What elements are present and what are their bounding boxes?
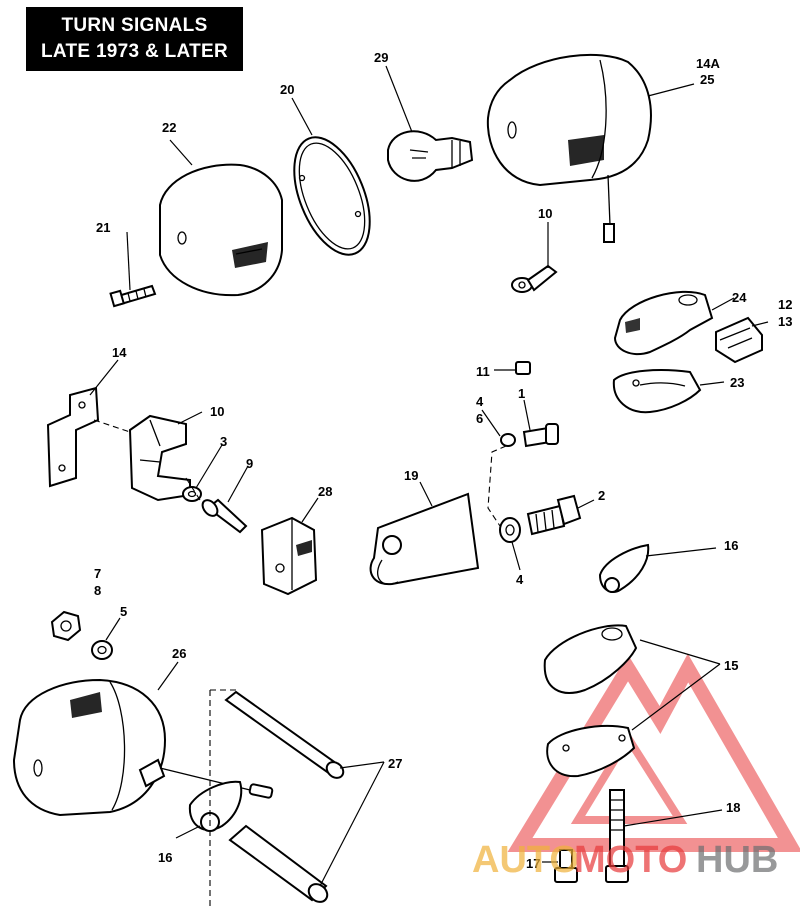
part-14-bracket <box>46 386 100 488</box>
part-4-lock-washer <box>499 517 521 543</box>
callout-16-left: 16 <box>158 850 172 865</box>
callout-14: 14 <box>112 345 127 360</box>
callout-12: 12 <box>778 297 792 312</box>
part-20-gasket <box>293 136 371 256</box>
watermark-inner-triangle <box>570 730 688 824</box>
part-16-mount-right <box>598 543 650 594</box>
part-27-tube-lower <box>228 824 329 903</box>
part-16-mount-left <box>188 780 243 832</box>
callout-10-mid: 10 <box>210 404 224 419</box>
part-12-clip <box>715 316 763 364</box>
part-21-screw <box>109 284 157 308</box>
callout-5: 5 <box>120 604 127 619</box>
callout-24: 24 <box>732 290 747 305</box>
part-3-washer <box>182 486 202 502</box>
callout-9: 9 <box>246 456 253 471</box>
callout-19: 19 <box>404 468 418 483</box>
part-28-flasher <box>260 516 318 596</box>
callout-17: 17 <box>526 856 540 871</box>
part-1-bolt <box>522 423 559 448</box>
callout-11: 11 <box>476 364 490 379</box>
part-6-washer <box>500 433 516 447</box>
callout-7: 7 <box>94 566 101 581</box>
callout-18: 18 <box>726 800 740 815</box>
part-15-clamp-upper <box>543 624 638 694</box>
callout-25: 25 <box>700 72 714 87</box>
watermark-text: AUTO MOTO HUB <box>472 839 778 881</box>
callout-27: 27 <box>388 756 402 771</box>
callout-10-top: 10 <box>538 206 552 221</box>
callout-26: 26 <box>172 646 186 661</box>
callout-29: 29 <box>374 50 388 65</box>
part-10-retainer <box>128 414 191 502</box>
callout-15: 15 <box>724 658 738 673</box>
part-2-bolt <box>526 494 582 536</box>
part-18-long-bolt <box>605 789 629 883</box>
part-17-short-bolt <box>554 849 578 883</box>
callout-4-upper: 4 <box>476 394 484 409</box>
callout-8: 8 <box>94 583 101 598</box>
part-11-nut <box>515 361 531 375</box>
callout-labels: 22 21 20 29 14A 25 10 24 12 13 23 14 10 … <box>94 50 792 871</box>
callout-3: 3 <box>220 434 227 449</box>
part-25-signal-housing <box>486 53 652 243</box>
watermark-logo <box>507 653 800 852</box>
callout-16-right: 16 <box>724 538 738 553</box>
callout-14a: 14A <box>696 56 720 71</box>
part-24-upper-clamp <box>613 290 714 356</box>
title-line-2: LATE 1973 & LATER <box>40 41 229 62</box>
diagram-title: TURN SIGNALS LATE 1973 & LATER <box>26 7 243 71</box>
callout-13: 13 <box>778 314 792 329</box>
callout-21: 21 <box>96 220 110 235</box>
leader-lines <box>89 65 769 887</box>
callout-22: 22 <box>162 120 176 135</box>
watermark-triangle <box>507 653 800 852</box>
part-23-lower-clamp <box>612 369 702 414</box>
assembly-dash-lines <box>93 419 507 908</box>
part-7-nut <box>50 610 82 642</box>
watermark-hub: HUB <box>696 839 778 881</box>
watermark-auto: AUTO <box>472 839 579 881</box>
callout-20: 20 <box>280 82 294 97</box>
watermark-moto: MOTO <box>574 839 687 881</box>
part-9-pin <box>201 498 248 534</box>
part-27-stud-upper <box>224 690 345 779</box>
part-26-signal-housing <box>12 678 274 817</box>
callout-4-lower: 4 <box>516 572 524 587</box>
callout-28: 28 <box>318 484 332 499</box>
callout-6: 6 <box>476 411 483 426</box>
title-line-1: TURN SIGNALS <box>61 15 208 36</box>
part-29-bulb <box>387 130 474 182</box>
part-10-ring-terminal <box>511 264 558 293</box>
part-5-lock-washer <box>91 640 113 660</box>
callout-1: 1 <box>518 386 525 401</box>
part-15-clamp-lower <box>546 725 636 778</box>
part-22-lens-housing <box>159 163 283 297</box>
callout-23: 23 <box>730 375 744 390</box>
callout-2: 2 <box>598 488 605 503</box>
part-19-stalk <box>369 492 480 586</box>
